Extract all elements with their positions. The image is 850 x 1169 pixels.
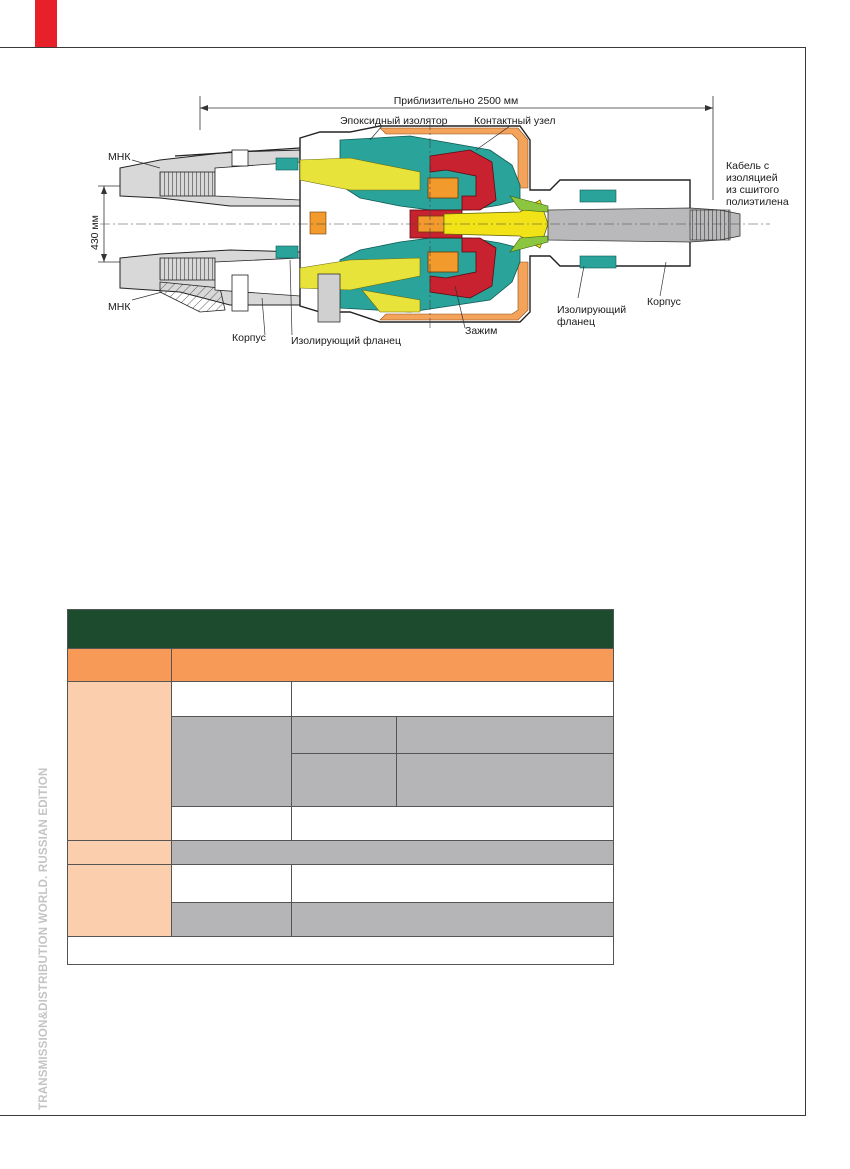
stress-cone-lower bbox=[361, 289, 421, 313]
table-title-row bbox=[67, 609, 614, 649]
insulating-flange-right-label-line1: Изолирующий bbox=[557, 304, 626, 316]
table-header-cell-1 bbox=[67, 648, 172, 682]
table-cell bbox=[396, 753, 614, 807]
housing-right-label: Корпус bbox=[647, 296, 681, 308]
table-cell bbox=[171, 864, 292, 903]
bolt-bottom bbox=[231, 274, 249, 312]
table-row-group-2 bbox=[67, 864, 172, 937]
cable-label-line2: изоляцией bbox=[726, 172, 778, 184]
table-header-cell-2 bbox=[171, 648, 614, 682]
table-cell bbox=[291, 902, 614, 937]
clamp-top bbox=[427, 177, 459, 199]
mnk-cable-top bbox=[119, 147, 301, 207]
table-cell bbox=[396, 716, 614, 754]
table-row-label bbox=[67, 840, 172, 865]
spec-table bbox=[67, 609, 614, 965]
length-label: Приблизительно 2500 мм bbox=[394, 95, 519, 107]
contact-assembly-top bbox=[429, 149, 497, 211]
table-cell bbox=[291, 864, 614, 903]
clamp-bottom bbox=[427, 251, 459, 273]
flange-piece-3 bbox=[579, 189, 617, 203]
table-cell bbox=[291, 806, 614, 841]
flange-piece-1 bbox=[275, 157, 299, 171]
table-cell bbox=[171, 840, 614, 865]
support-post bbox=[317, 273, 341, 323]
epoxy-insulator-label: Эпоксидный изолятор bbox=[340, 115, 448, 127]
joint-cross-section-diagram: Приблизительно 2500 мм 430 мм bbox=[89, 95, 789, 347]
accent-tab bbox=[35, 0, 57, 48]
stress-cone-top bbox=[299, 157, 421, 191]
contact-assembly-bottom bbox=[429, 237, 497, 299]
cable-label-line4: полиэтилена bbox=[726, 196, 789, 208]
table-cell bbox=[171, 902, 292, 937]
mnk-cable-bottom bbox=[119, 249, 301, 313]
table-cell bbox=[291, 681, 614, 717]
table-cell bbox=[291, 753, 397, 807]
table-cell bbox=[291, 716, 397, 754]
table-footnote-row bbox=[67, 936, 614, 965]
cable-label-line1: Кабель с bbox=[726, 160, 769, 172]
contact-assembly-label: Контактный узел bbox=[474, 115, 556, 127]
housing-left-label: Корпус bbox=[232, 332, 266, 344]
page-frame bbox=[0, 47, 806, 1116]
flange-piece-4 bbox=[579, 255, 617, 269]
table-cell bbox=[171, 716, 292, 807]
table-cell bbox=[171, 681, 292, 717]
table-cell bbox=[171, 806, 292, 841]
mnk-bottom-label: МНК bbox=[108, 301, 131, 313]
mnk-top-label: МНК bbox=[108, 151, 131, 163]
leader-lines bbox=[131, 125, 667, 336]
cable-label-line3: из сшитого bbox=[726, 184, 779, 196]
publication-side-label: TRANSMISSION&DISTRIBUTION WORLD. RUSSIAN… bbox=[38, 767, 50, 1110]
cable-thread bbox=[689, 209, 731, 241]
table-row-group-1 bbox=[67, 681, 172, 841]
clamp-label: Зажим bbox=[465, 325, 497, 337]
bolt-top bbox=[231, 149, 249, 167]
insulating-flange-left-label: Изолирующий фланец bbox=[291, 335, 401, 347]
orange-part-left bbox=[309, 211, 327, 235]
height-label: 430 мм bbox=[89, 215, 101, 250]
insulating-flange-right-label-line2: фланец bbox=[557, 316, 595, 328]
flange-piece-2 bbox=[275, 245, 299, 259]
length-dimension bbox=[199, 96, 714, 200]
